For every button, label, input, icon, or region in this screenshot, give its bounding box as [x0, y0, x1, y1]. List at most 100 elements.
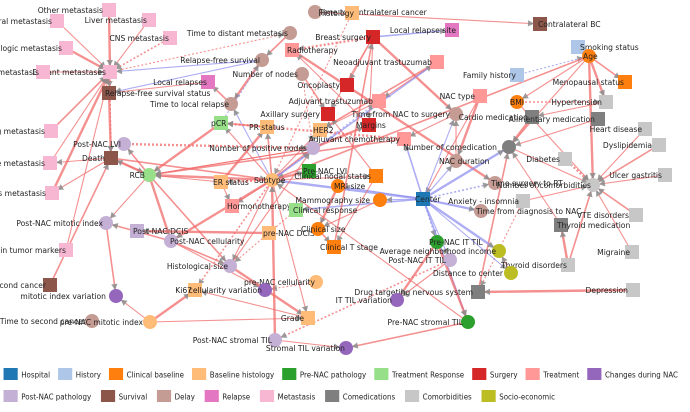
- node-er-status[interactable]: ER status: [213, 175, 249, 189]
- node-hormonotherapy[interactable]: Hormonotherapy: [225, 199, 292, 213]
- node-bone-met[interactable]: Bone metastasis: [0, 65, 50, 79]
- node-label: Relapse-free survival: [180, 56, 260, 65]
- node-histology[interactable]: Histology: [319, 6, 359, 20]
- node-dyslipidemia[interactable]: Dyslipidemia: [603, 138, 666, 152]
- node-liver-met[interactable]: Liver metastasis: [85, 13, 156, 27]
- node-histological-size[interactable]: Histological size: [167, 259, 237, 273]
- node-menopausal[interactable]: Menopausal status: [553, 75, 632, 89]
- node-num-comorbidities[interactable]: Number of comorbidities: [497, 178, 600, 192]
- node-label: Clinical size: [301, 225, 346, 234]
- node-cellularity-variation[interactable]: cellularity variation: [189, 283, 272, 297]
- node-visceral-met[interactable]: Visceral metastasis: [0, 14, 64, 28]
- node-second-cancer[interactable]: Second cancer: [0, 278, 57, 292]
- node-smoking[interactable]: Smoking status: [571, 40, 639, 54]
- node-diabetes[interactable]: Diabetes: [526, 152, 572, 166]
- node-her2[interactable]: HER2: [313, 123, 334, 137]
- node-pre-nac-cellularity[interactable]: pre-NAC cellularity: [244, 275, 323, 289]
- node-post-nac-it-til[interactable]: Post-NAC IT TIL: [389, 253, 458, 267]
- node-axillary-surgery[interactable]: Axillary surgery: [260, 107, 335, 121]
- node-pre-nac-lvi[interactable]: Pre-NAC LVI: [302, 164, 347, 178]
- node-distance-center[interactable]: Distance to center: [433, 266, 518, 280]
- node-mitotic-variation[interactable]: mitotic index variation: [20, 289, 123, 303]
- node-contralateral-bc[interactable]: Contralateral BC: [533, 17, 601, 31]
- node-pre-nac-dcis[interactable]: pre-NAC DCIS: [262, 226, 315, 240]
- node-time-second-cancer[interactable]: Time to second cancer: [0, 314, 99, 328]
- node-distant-met[interactable]: Distant metastases: [32, 65, 117, 79]
- node-oncoplasty[interactable]: Oncoplasty: [297, 78, 354, 92]
- node-time-contra[interactable]: Time to contralateral cancer: [308, 5, 428, 19]
- node-cns-met[interactable]: CNS metastasis: [109, 31, 177, 45]
- node-clinical-size[interactable]: Clinical size: [301, 222, 346, 236]
- node-subtype[interactable]: Subtype: [254, 173, 286, 187]
- node-radiotherapy[interactable]: Radiotherapy: [285, 43, 338, 57]
- node-num-positive-nodes[interactable]: Number of positive nodes: [209, 141, 320, 155]
- node-nac-duration[interactable]: NAC duration: [439, 154, 490, 168]
- node-post-nac-lvi[interactable]: Post-NAC LVI: [73, 137, 131, 151]
- node-node-met[interactable]: Node metastasis: [0, 156, 57, 170]
- node-anxiety[interactable]: Anxiety - insomnia: [448, 194, 530, 208]
- node-thyroid-disorders[interactable]: Thyroid disorders: [500, 258, 575, 272]
- node-local-relapse-site[interactable]: Local relapse site: [390, 23, 459, 37]
- node-age[interactable]: Age: [582, 49, 598, 63]
- node-nac-type[interactable]: NAC type: [440, 89, 487, 103]
- node-lymphangitis-met[interactable]: Lymphangitis metastasis: [0, 186, 59, 200]
- node-neoadj-trast[interactable]: Neoadjuvant trastuzumab: [333, 55, 444, 69]
- node-clinical-t-stage[interactable]: Clinical T stage: [320, 240, 378, 254]
- node-pre-nac-it-til[interactable]: Pre-NAC IT TIL: [429, 235, 483, 249]
- node-post-nac-stromal-til[interactable]: Post-NAC stromal TIL: [193, 333, 282, 347]
- node-migraine[interactable]: Migraine: [597, 245, 639, 259]
- node-post-nac-cellularity[interactable]: Post-NAC cellularity: [164, 234, 245, 248]
- node-mammo-size[interactable]: Mammography size: [295, 193, 387, 207]
- node-ulcer-gastritis[interactable]: Ulcer gastritis: [609, 168, 672, 182]
- node-pcr[interactable]: pCR: [211, 116, 228, 130]
- node-pre-nac-mitotic[interactable]: pre-NAC mitotic index: [60, 315, 157, 329]
- node-pr-status[interactable]: PR status: [249, 120, 285, 134]
- node-center[interactable]: Center: [415, 192, 441, 206]
- node-time-surgery-rt[interactable]: Time surgery to RT: [488, 176, 563, 190]
- node-post-nac-dcis[interactable]: Post-NAC DCIS: [130, 224, 188, 238]
- node-gyneco-met[interactable]: Gynecologic metastasis: [0, 41, 73, 55]
- node-breast-surgery[interactable]: Breast surgery: [315, 30, 380, 44]
- node-other-met[interactable]: Other metastasis: [38, 3, 116, 17]
- node-alimentary-med[interactable]: Alimentary medication: [509, 112, 605, 126]
- node-hypertension[interactable]: Hypertension: [551, 95, 613, 109]
- node-it-til-variation[interactable]: IT TIL variation: [336, 293, 404, 307]
- node-rcb[interactable]: RCB: [130, 168, 156, 182]
- node-heart-disease[interactable]: Heart disease: [590, 122, 652, 136]
- node-time-distant[interactable]: Time to distant metastasis: [186, 26, 297, 40]
- legend-swatch: [472, 368, 487, 380]
- node-bmi[interactable]: BMI: [510, 95, 524, 109]
- edge-relapse_free-rfs_status: [108, 59, 263, 94]
- node-time-nac-surgery[interactable]: Time from NAC to surgery: [351, 107, 463, 121]
- node-lung-met[interactable]: Lung metastasis: [0, 124, 58, 138]
- node-grade[interactable]: Grade: [281, 311, 315, 325]
- node-num-comedication[interactable]: Number of comedication: [403, 140, 516, 154]
- node-num-nodes[interactable]: Number of nodes: [232, 67, 309, 81]
- node-post-nac-mitotic[interactable]: Post-NAC mitotic index: [16, 216, 113, 230]
- node-adjuvant-trast[interactable]: Adjuvant trastuzumab: [289, 94, 386, 108]
- node-mri-size[interactable]: MRI size: [331, 179, 366, 193]
- node-vte[interactable]: VTE disorders: [577, 208, 643, 222]
- node-drug-nervous[interactable]: Drug targeting nervous system: [354, 285, 485, 299]
- node-thyroid-med[interactable]: Thyroid medication: [554, 218, 630, 232]
- edge-arrowhead: [351, 342, 359, 349]
- node-depression[interactable]: Depression: [586, 283, 640, 297]
- node-family-history[interactable]: Family history: [463, 68, 524, 82]
- node-clinical-response[interactable]: Clinical response: [289, 203, 358, 217]
- node-time-diag-nac[interactable]: Time from diagnosis to NAC: [474, 204, 581, 218]
- node-margins[interactable]: Margins: [356, 118, 386, 132]
- legend-item-relapse: Relapse: [204, 390, 250, 402]
- node-death[interactable]: Death: [82, 151, 118, 165]
- node-time-local-relapse[interactable]: Time to local relapse: [149, 97, 238, 111]
- node-relapse-free[interactable]: Relapse-free survival: [180, 53, 269, 67]
- node-clinical-nodal[interactable]: Clinical nodal status: [294, 169, 383, 183]
- node-pre-nac-stromal-til[interactable]: Pre-NAC stromal TIL: [388, 315, 476, 329]
- node-increase-markers[interactable]: Increase in tumor markers: [0, 243, 73, 257]
- node-stromal-til-variation[interactable]: Stromal TIL variation: [266, 341, 353, 355]
- node-rfs-status[interactable]: Relapse-free survival status: [102, 86, 210, 100]
- node-adjuvant-chemo[interactable]: Adjuvant chemotherapy: [309, 132, 411, 146]
- node-local-relapses[interactable]: Local relapses: [153, 75, 215, 89]
- node-cardio-med[interactable]: Cardio medication: [459, 110, 539, 124]
- node-avg-income[interactable]: Average neighborhood income: [380, 244, 506, 258]
- node-ki67[interactable]: Ki67: [175, 283, 202, 297]
